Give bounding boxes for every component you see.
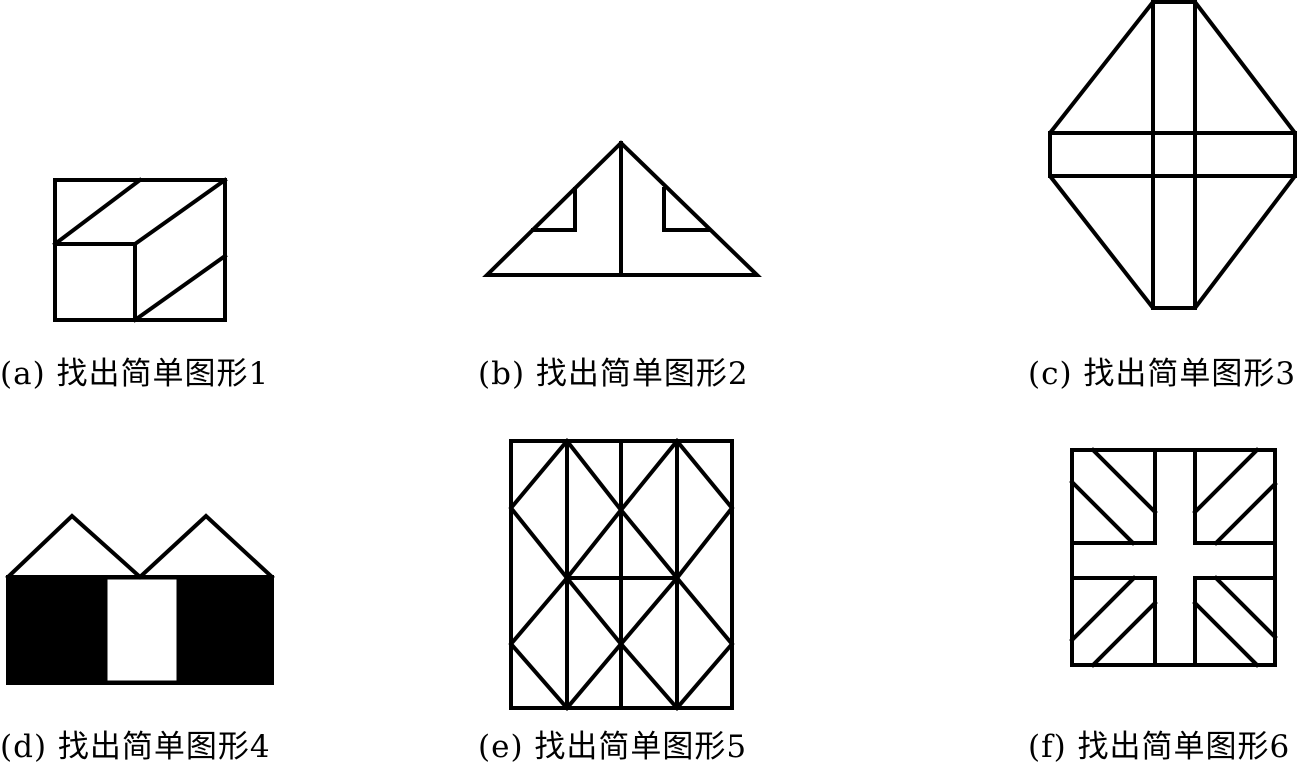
figure-e-zigzag-left (508, 438, 570, 711)
figure-f-corner-tr (1193, 448, 1277, 545)
figure-a-line (52, 177, 143, 247)
figure-b-corner-left (531, 187, 577, 232)
figure-e-zigzag-right (674, 438, 735, 711)
caption-d: (d) 找出简单图形4 (0, 729, 271, 765)
figure-d-window (107, 579, 177, 681)
figure-a-line (132, 177, 228, 247)
figure-f-diagonal (1192, 447, 1260, 515)
figure-c (1048, 0, 1297, 310)
figure-f-diagonal (1213, 481, 1278, 546)
caption-f: (f) 找出简单图形6 (1028, 729, 1291, 765)
caption-e: (e) 找出简单图形5 (478, 729, 748, 765)
figure-a (52, 177, 228, 323)
caption-c: (c) 找出简单图形3 (1028, 356, 1297, 392)
figure-b (482, 140, 762, 277)
figure-f-diagonal (1069, 479, 1136, 546)
figure-e-v-bottom (564, 640, 680, 711)
figure-f-diagonal (1213, 575, 1278, 640)
figure-f-diagonal (1192, 600, 1260, 668)
figure-f (1069, 447, 1278, 668)
figure-a-line (132, 253, 228, 323)
caption-a: (a) 找出简单图形1 (0, 356, 270, 392)
figure-e (508, 438, 735, 711)
figure-f-corner-bl (1070, 576, 1157, 667)
figure-b-corner-right (662, 187, 710, 232)
figure-f-diagonal (1090, 600, 1158, 668)
figure-a-outer-rect (53, 178, 227, 322)
figure-f-corner-tl (1070, 448, 1157, 545)
figure-f-diagonal (1090, 447, 1158, 515)
figure-d-roofs (5, 513, 275, 580)
figure-d (5, 513, 275, 685)
figure-f-diagonal (1069, 575, 1137, 643)
caption-b: (b) 找出简单图形2 (478, 356, 749, 392)
figure-c-hexagon (1048, 0, 1297, 310)
figure-f-outer-rect (1070, 448, 1277, 667)
figure-f-corner-br (1193, 576, 1277, 667)
figure-e-v-upper (564, 506, 680, 581)
